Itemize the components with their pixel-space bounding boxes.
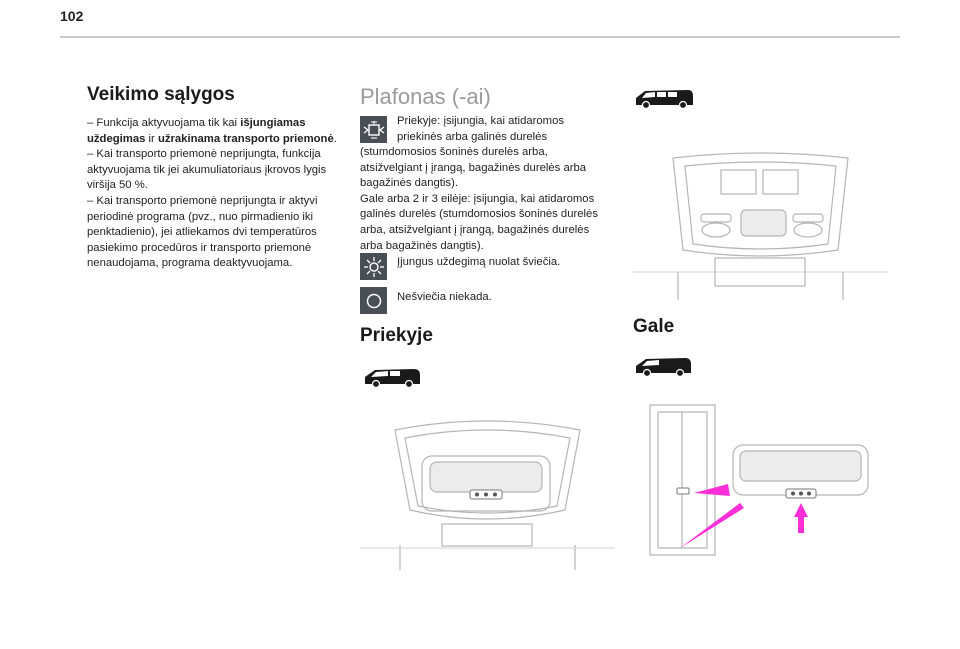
paragraph-3: – Kai transporto priemonė neprijungta ir… [87,194,318,270]
top-divider [60,36,900,38]
front-section-title: Priekyje [360,325,433,346]
item1-description: (stumdomosios šoninės durelės arba, atsi… [360,145,612,254]
item1-lead: Priekyje: įsijungia, kai atidaromos prie… [397,114,609,145]
page-number: 102 [60,8,84,24]
van-side-icon [365,369,420,388]
front-ceiling-light-illustration [360,420,615,570]
rear-section-title: Gale [633,316,675,337]
courtesy-lights-section: Plafonas (-ai) [360,84,610,110]
paragraph-1: – Funkcija aktyvuojama tik kai išjungiam… [87,116,337,147]
rear-row-ceiling-light-illustration [633,152,888,300]
section-title: Veikimo sąlygos [87,84,235,105]
operating-conditions-section: Veikimo sąlygos – Funkcija aktyvuojama t… [87,84,337,272]
item1-line2: priekinės arba galinės durelės [397,130,548,143]
van-long-side-icon [636,90,693,109]
paragraph-2: – Kai transporto priemonė neprijungta, f… [87,148,327,192]
item1-line1: Priekyje: įsijungia, kai atidaromos [397,115,565,127]
section-title: Plafonas (-ai) [360,84,491,109]
bold-run: išjungiamas uždegimas [87,117,306,145]
item1-rest2: Gale arba 2 ir 3 eilėje: įsijungia, kai … [360,192,598,252]
rear-ceiling-light-illustration [649,404,869,556]
door-open-light-icon [360,116,387,143]
bold-run: užrakinama transporto priemonė [157,132,334,145]
circle-off-icon [360,287,387,314]
item3-text: Nešviečia niekada. [397,291,492,303]
van-rear-side-icon [636,358,691,377]
item1-rest: (stumdomosios šoninės durelės arba, atsi… [360,146,587,190]
item2-text: Įjungus uždegimą nuolat šviečia. [397,256,561,268]
text-run: . [333,132,337,145]
text-run: ir [145,132,158,145]
text-run: – Funkcija aktyvuojama tik kai [87,117,241,129]
sun-on-icon [360,253,387,280]
